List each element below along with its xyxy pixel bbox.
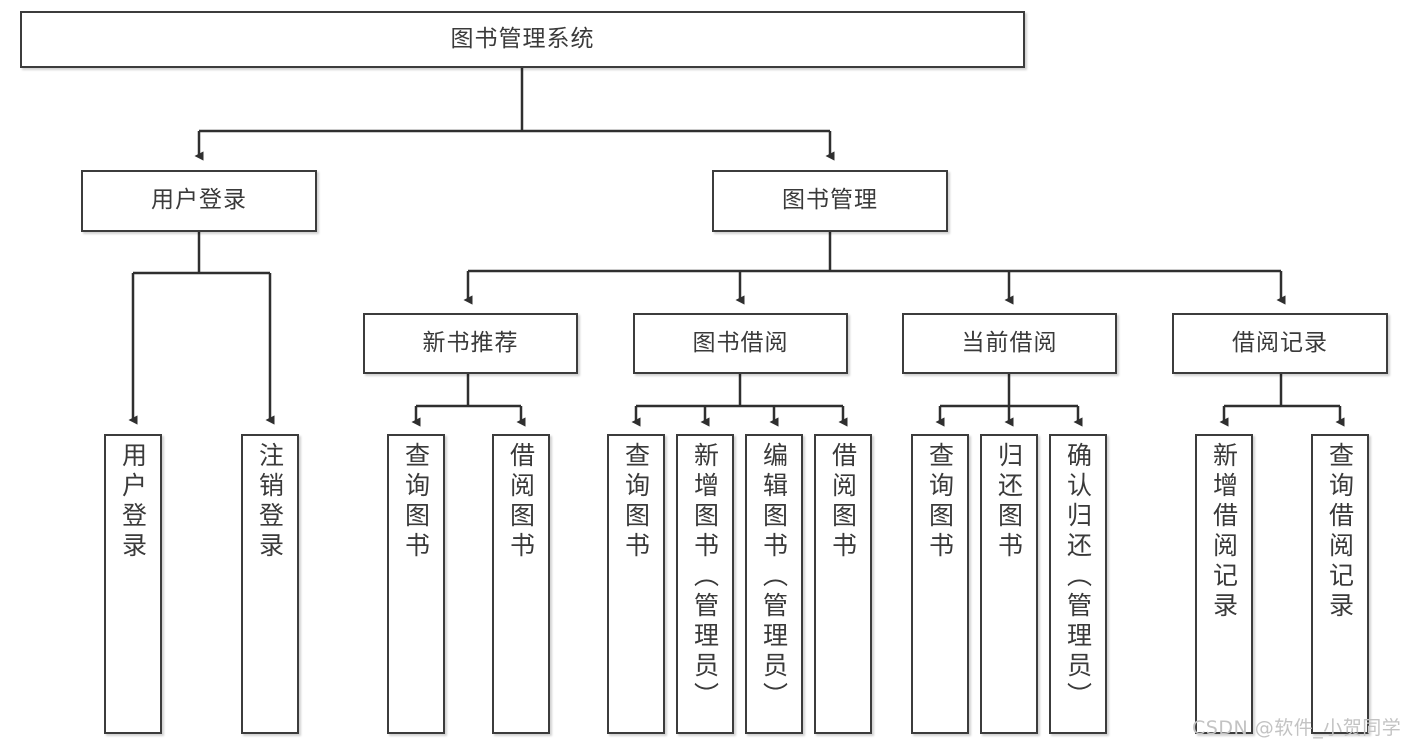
node-user-login[interactable]: 用户登录 [81,170,317,232]
node-label: 注销登录 [255,442,285,562]
leaf-book-borrow-query[interactable]: 查询图书 [607,434,665,734]
leaf-user-login-login[interactable]: 用户登录 [104,434,162,734]
node-borrow-record[interactable]: 借阅记录 [1172,313,1388,374]
node-label: 当前借阅 [961,329,1058,356]
node-label: 查询借阅记录 [1325,442,1355,622]
node-label: 图书借阅 [692,329,789,356]
node-label: 新增图书（管理员） [690,442,720,712]
leaf-book-borrow-edit[interactable]: 编辑图书（管理员） [745,434,803,734]
node-label: 查询图书 [621,442,651,562]
leaf-book-borrow-borrow[interactable]: 借阅图书 [814,434,872,734]
node-label: 图书管理系统 [450,25,595,52]
leaf-new-book-query[interactable]: 查询图书 [387,434,445,734]
node-book-borrow[interactable]: 图书借阅 [633,313,848,374]
node-label: 用户登录 [151,187,247,214]
node-label: 查询图书 [925,442,955,562]
node-label: 归还图书 [994,442,1024,562]
node-book-management[interactable]: 图书管理 [712,170,948,232]
leaf-new-book-borrow[interactable]: 借阅图书 [492,434,550,734]
node-new-book-recommend[interactable]: 新书推荐 [363,313,578,374]
node-label: 借阅图书 [828,442,858,562]
node-current-borrow[interactable]: 当前借阅 [902,313,1117,374]
csdn-watermark: CSDN @软件_小贺同学 [1192,717,1402,739]
leaf-user-login-logout[interactable]: 注销登录 [241,434,299,734]
leaf-borrow-record-query[interactable]: 查询借阅记录 [1311,434,1369,734]
node-label: 借阅图书 [506,442,536,562]
node-label: 查询图书 [401,442,431,562]
leaf-current-borrow-query[interactable]: 查询图书 [911,434,969,734]
node-label: 图书管理 [782,187,878,214]
node-label: 编辑图书（管理员） [759,442,789,712]
leaf-current-borrow-confirm-return[interactable]: 确认归还（管理员） [1049,434,1107,734]
leaf-book-borrow-add[interactable]: 新增图书（管理员） [676,434,734,734]
node-label: 借阅记录 [1232,329,1328,356]
node-root-system[interactable]: 图书管理系统 [20,11,1025,68]
leaf-current-borrow-return[interactable]: 归还图书 [980,434,1038,734]
node-label: 确认归还（管理员） [1063,442,1093,712]
node-label: 新增借阅记录 [1209,442,1239,622]
node-label: 新书推荐 [422,329,519,356]
node-label: 用户登录 [118,442,148,562]
leaf-borrow-record-add[interactable]: 新增借阅记录 [1195,434,1253,734]
